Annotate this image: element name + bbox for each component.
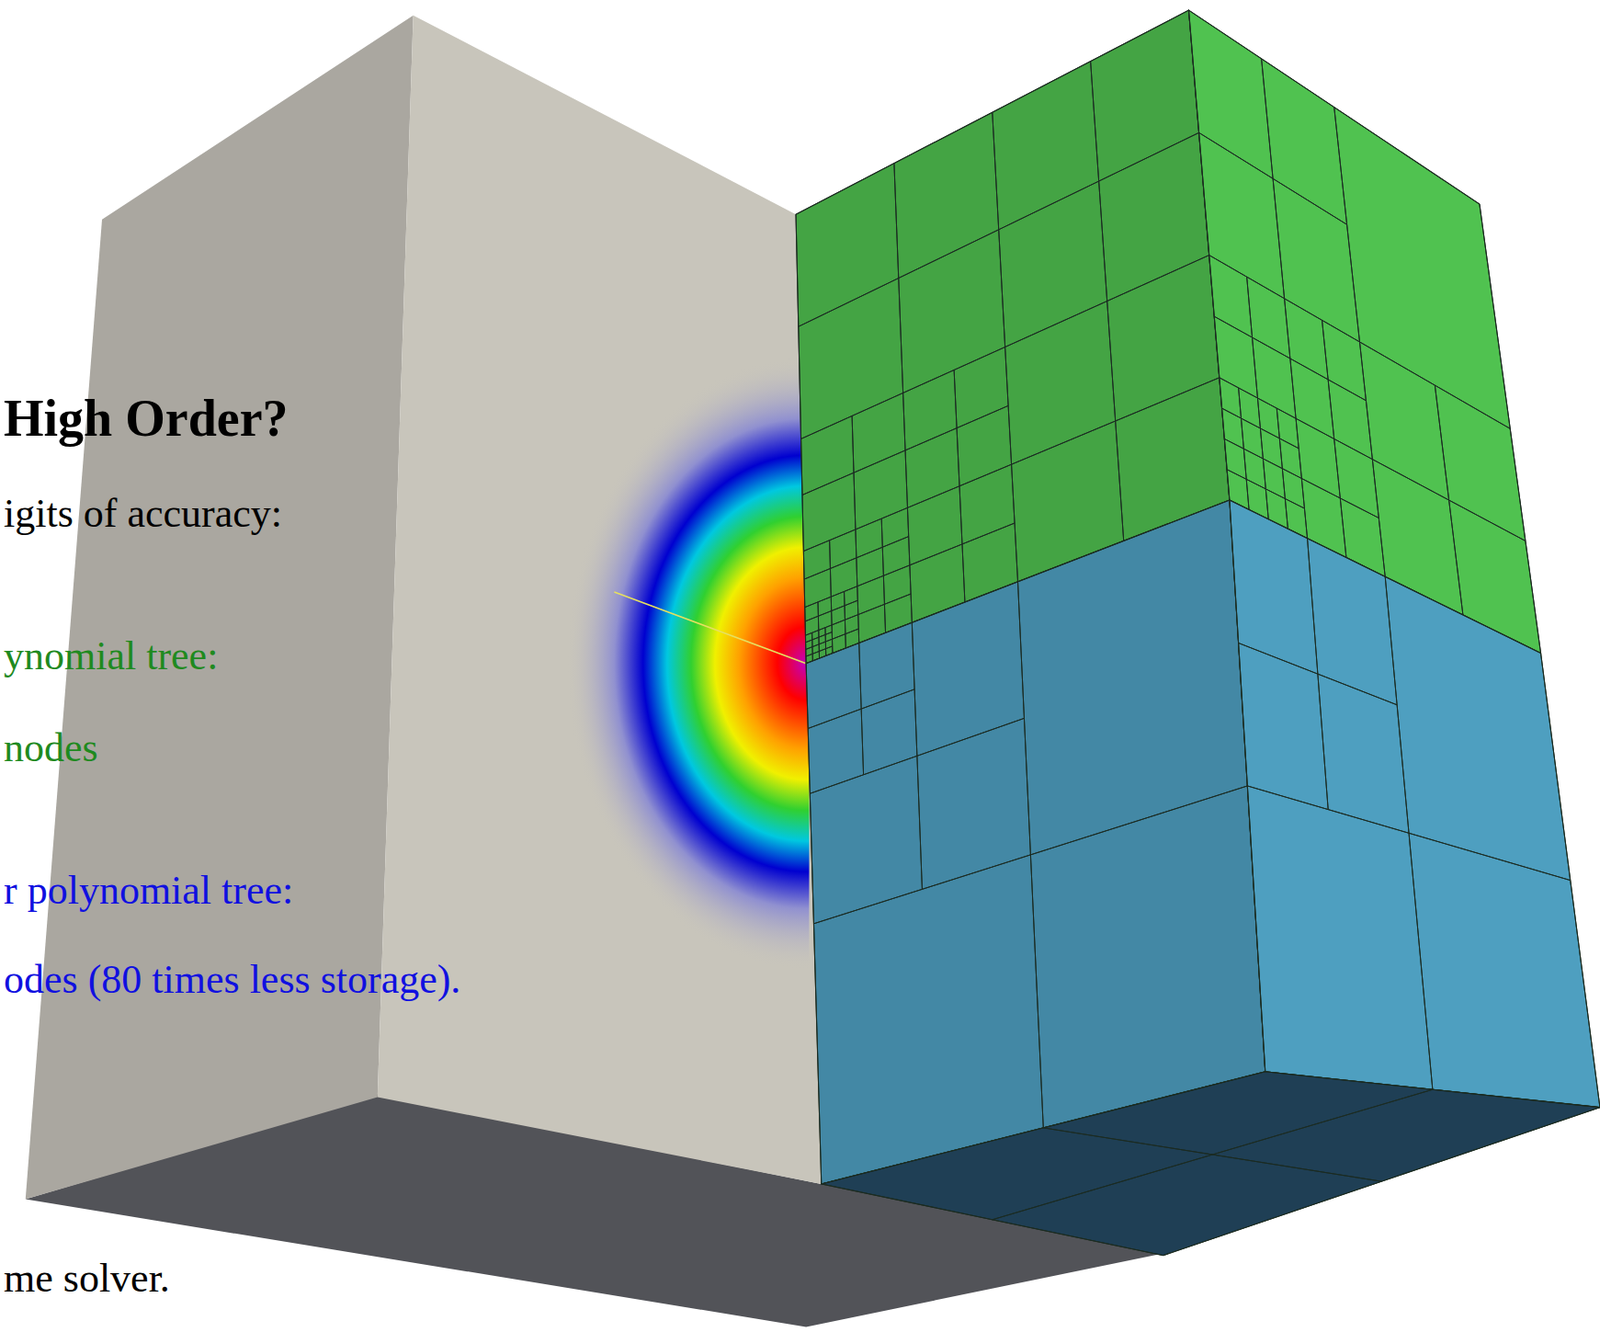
mesh-cell [917, 717, 1032, 889]
mesh-cell [1188, 10, 1273, 179]
mesh-cell [829, 529, 857, 569]
mesh-cell [992, 1154, 1383, 1256]
mesh-cell [1317, 673, 1409, 833]
slide-text: odes (80 times less storage). [3, 959, 461, 1000]
mesh-cell [804, 567, 831, 607]
slide-text: ynomial tree: [3, 635, 218, 677]
mesh-cell [1043, 1071, 1433, 1155]
mesh-cell [1212, 1089, 1600, 1181]
slide-text: nodes [3, 727, 99, 769]
slide-text: r polynomial tree: [3, 870, 294, 911]
mesh-cell [1229, 499, 1318, 674]
slide-text: igits of accuracy: [3, 493, 283, 534]
mesh-cell [881, 507, 908, 547]
mesh-cell [905, 428, 960, 509]
mesh-cell [853, 450, 908, 530]
mesh-cell [1247, 785, 1433, 1090]
mesh-cell [813, 854, 1044, 1184]
mesh-cell [801, 415, 854, 495]
mesh-cell [1307, 538, 1398, 705]
mesh-cell [959, 464, 1015, 545]
octree-cube [795, 10, 1600, 1256]
mesh-cell [1238, 642, 1329, 809]
mesh-cell [898, 229, 1006, 394]
cube-face [1229, 499, 1600, 1108]
mesh-cell [805, 642, 862, 728]
mesh-cell [1334, 107, 1511, 430]
mesh-cell [992, 61, 1100, 230]
mesh-cell [1408, 832, 1600, 1107]
blue-face-front [805, 499, 1266, 1184]
mesh-cell [953, 347, 1009, 429]
mesh-cell [883, 565, 911, 605]
mesh-cell [882, 536, 910, 577]
slide-heading: High Order? [3, 392, 289, 444]
mesh-cell [1090, 10, 1200, 182]
mesh-cell [956, 405, 1012, 486]
blue-face-side [1229, 499, 1600, 1108]
mesh-cell [807, 708, 863, 794]
cube-face [821, 1071, 1600, 1256]
mesh-cell [859, 622, 915, 709]
gaussian-field [566, 357, 809, 970]
grey-box-side [25, 15, 414, 1200]
mesh-cell [802, 472, 856, 551]
axis-line [613, 591, 806, 664]
mesh-cell [821, 1127, 1214, 1220]
mesh-cell [798, 278, 904, 440]
mesh-cell [856, 546, 884, 587]
mesh-cell [911, 581, 1024, 756]
mesh-cell [1214, 316, 1258, 398]
mesh-cell [861, 689, 918, 775]
mesh-cell [851, 392, 906, 473]
mesh-cell [894, 112, 999, 278]
blue-face-bottom [821, 1071, 1600, 1256]
mesh-cell [857, 575, 886, 614]
mesh-cell [907, 486, 963, 566]
mesh-cell [1099, 132, 1210, 301]
mesh-cell [855, 518, 883, 558]
mesh-cell [1107, 255, 1220, 421]
mesh-cell [795, 163, 899, 328]
mesh-cell [1434, 385, 1526, 541]
mesh-cell [829, 557, 857, 597]
cube-face [805, 499, 1266, 1184]
mesh-cell [1030, 785, 1265, 1128]
mesh-cell [1261, 58, 1348, 225]
mesh-cell [809, 755, 922, 924]
mesh-cell [1005, 301, 1116, 466]
mesh-cell [1018, 499, 1249, 855]
mesh-cell [903, 369, 957, 450]
slide-text: me solver. [3, 1258, 171, 1299]
mesh-cell [998, 181, 1108, 347]
mesh-cell [803, 540, 830, 579]
